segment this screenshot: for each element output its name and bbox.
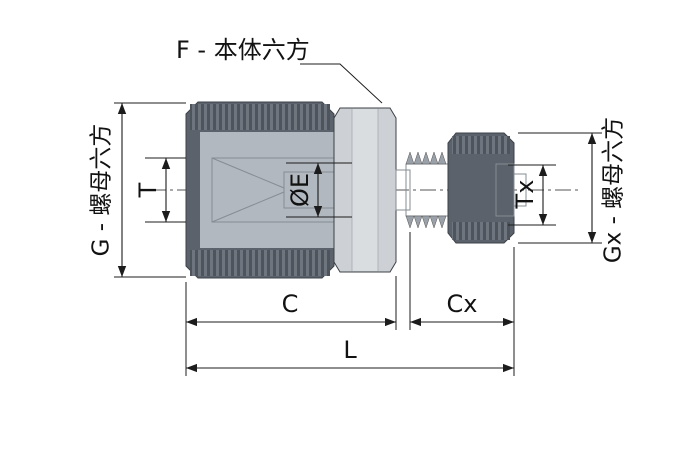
callout-label-body-hex: F - 本体六方 [176,36,310,64]
dimension-G: G - 螺母六方 [89,102,186,278]
dimension-label-L: L [343,336,357,364]
left-nut-interior [200,132,334,248]
dimension-label-Tx: Tx [511,180,539,210]
dimension-Cx: Cx [409,232,515,376]
body-hex [333,107,397,273]
dimension-L: L [186,336,514,373]
dimension-Tx: Tx [508,164,556,226]
dimension-label-E: ØE [286,173,314,207]
right-nut [447,132,527,244]
dimension-label-T: T [134,182,162,198]
dimension-E: ØE [286,162,352,218]
dimension-label-C: C [282,290,299,318]
thread-teeth-top [405,151,447,165]
callout-F-leader [300,63,383,104]
dimension-label-G: G - 螺母六方 [89,124,115,257]
right-tube-stub [513,173,527,207]
right-nut-knurl-bottom [452,222,510,240]
thread-teeth-bottom [405,215,447,229]
left-nut-knurl-top [190,104,330,130]
body-hex-facet-highlight [352,109,378,271]
dimension-label-Cx: Cx [447,290,478,318]
right-nut-knurl-top [452,136,510,154]
left-nut-knurl-bottom [190,250,330,276]
dimension-label-Gx: Gx - 螺母六方 [601,117,627,263]
dimension-Gx: Gx - 螺母六方 [518,117,627,263]
dimension-C: C [185,276,397,376]
neck [395,169,411,211]
dimension-T: T [134,157,186,223]
callout-F: F - 本体六方 [176,36,383,104]
